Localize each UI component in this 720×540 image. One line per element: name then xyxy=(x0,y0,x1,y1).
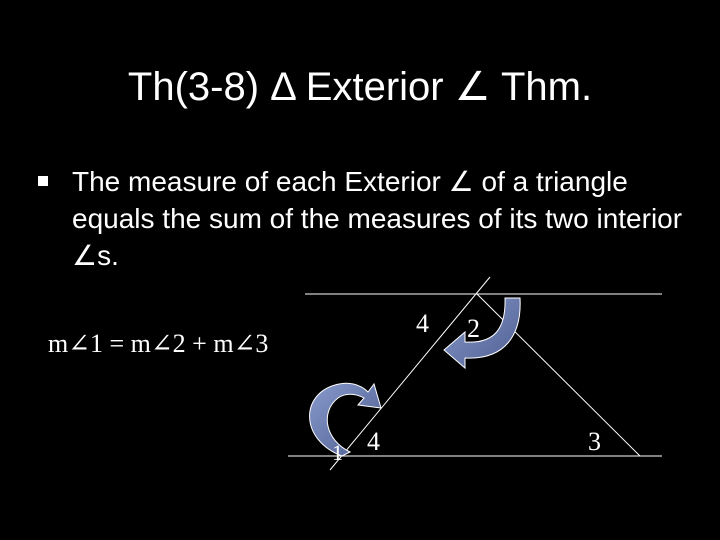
theorem-equation: m∠1 = m∠2 + m∠3 xyxy=(48,329,269,358)
angle-label-4-bottom: 4 xyxy=(367,427,380,456)
angle-label-3: 3 xyxy=(588,427,601,456)
angle-label-1: 1 xyxy=(332,440,343,465)
top-curved-arrow xyxy=(443,297,521,370)
bullet-square-icon xyxy=(38,176,48,186)
right-side-line xyxy=(476,293,641,457)
left-side-line xyxy=(329,276,491,471)
slide-title: Th(3-8) Δ Exterior ∠ Thm. xyxy=(127,65,593,109)
angle-label-2: 2 xyxy=(467,314,480,343)
bottom-curved-arrow xyxy=(309,382,382,457)
theorem-statement: The measure of each Exterior ∠ of a tria… xyxy=(72,166,683,271)
angle-label-4-top: 4 xyxy=(416,309,429,338)
